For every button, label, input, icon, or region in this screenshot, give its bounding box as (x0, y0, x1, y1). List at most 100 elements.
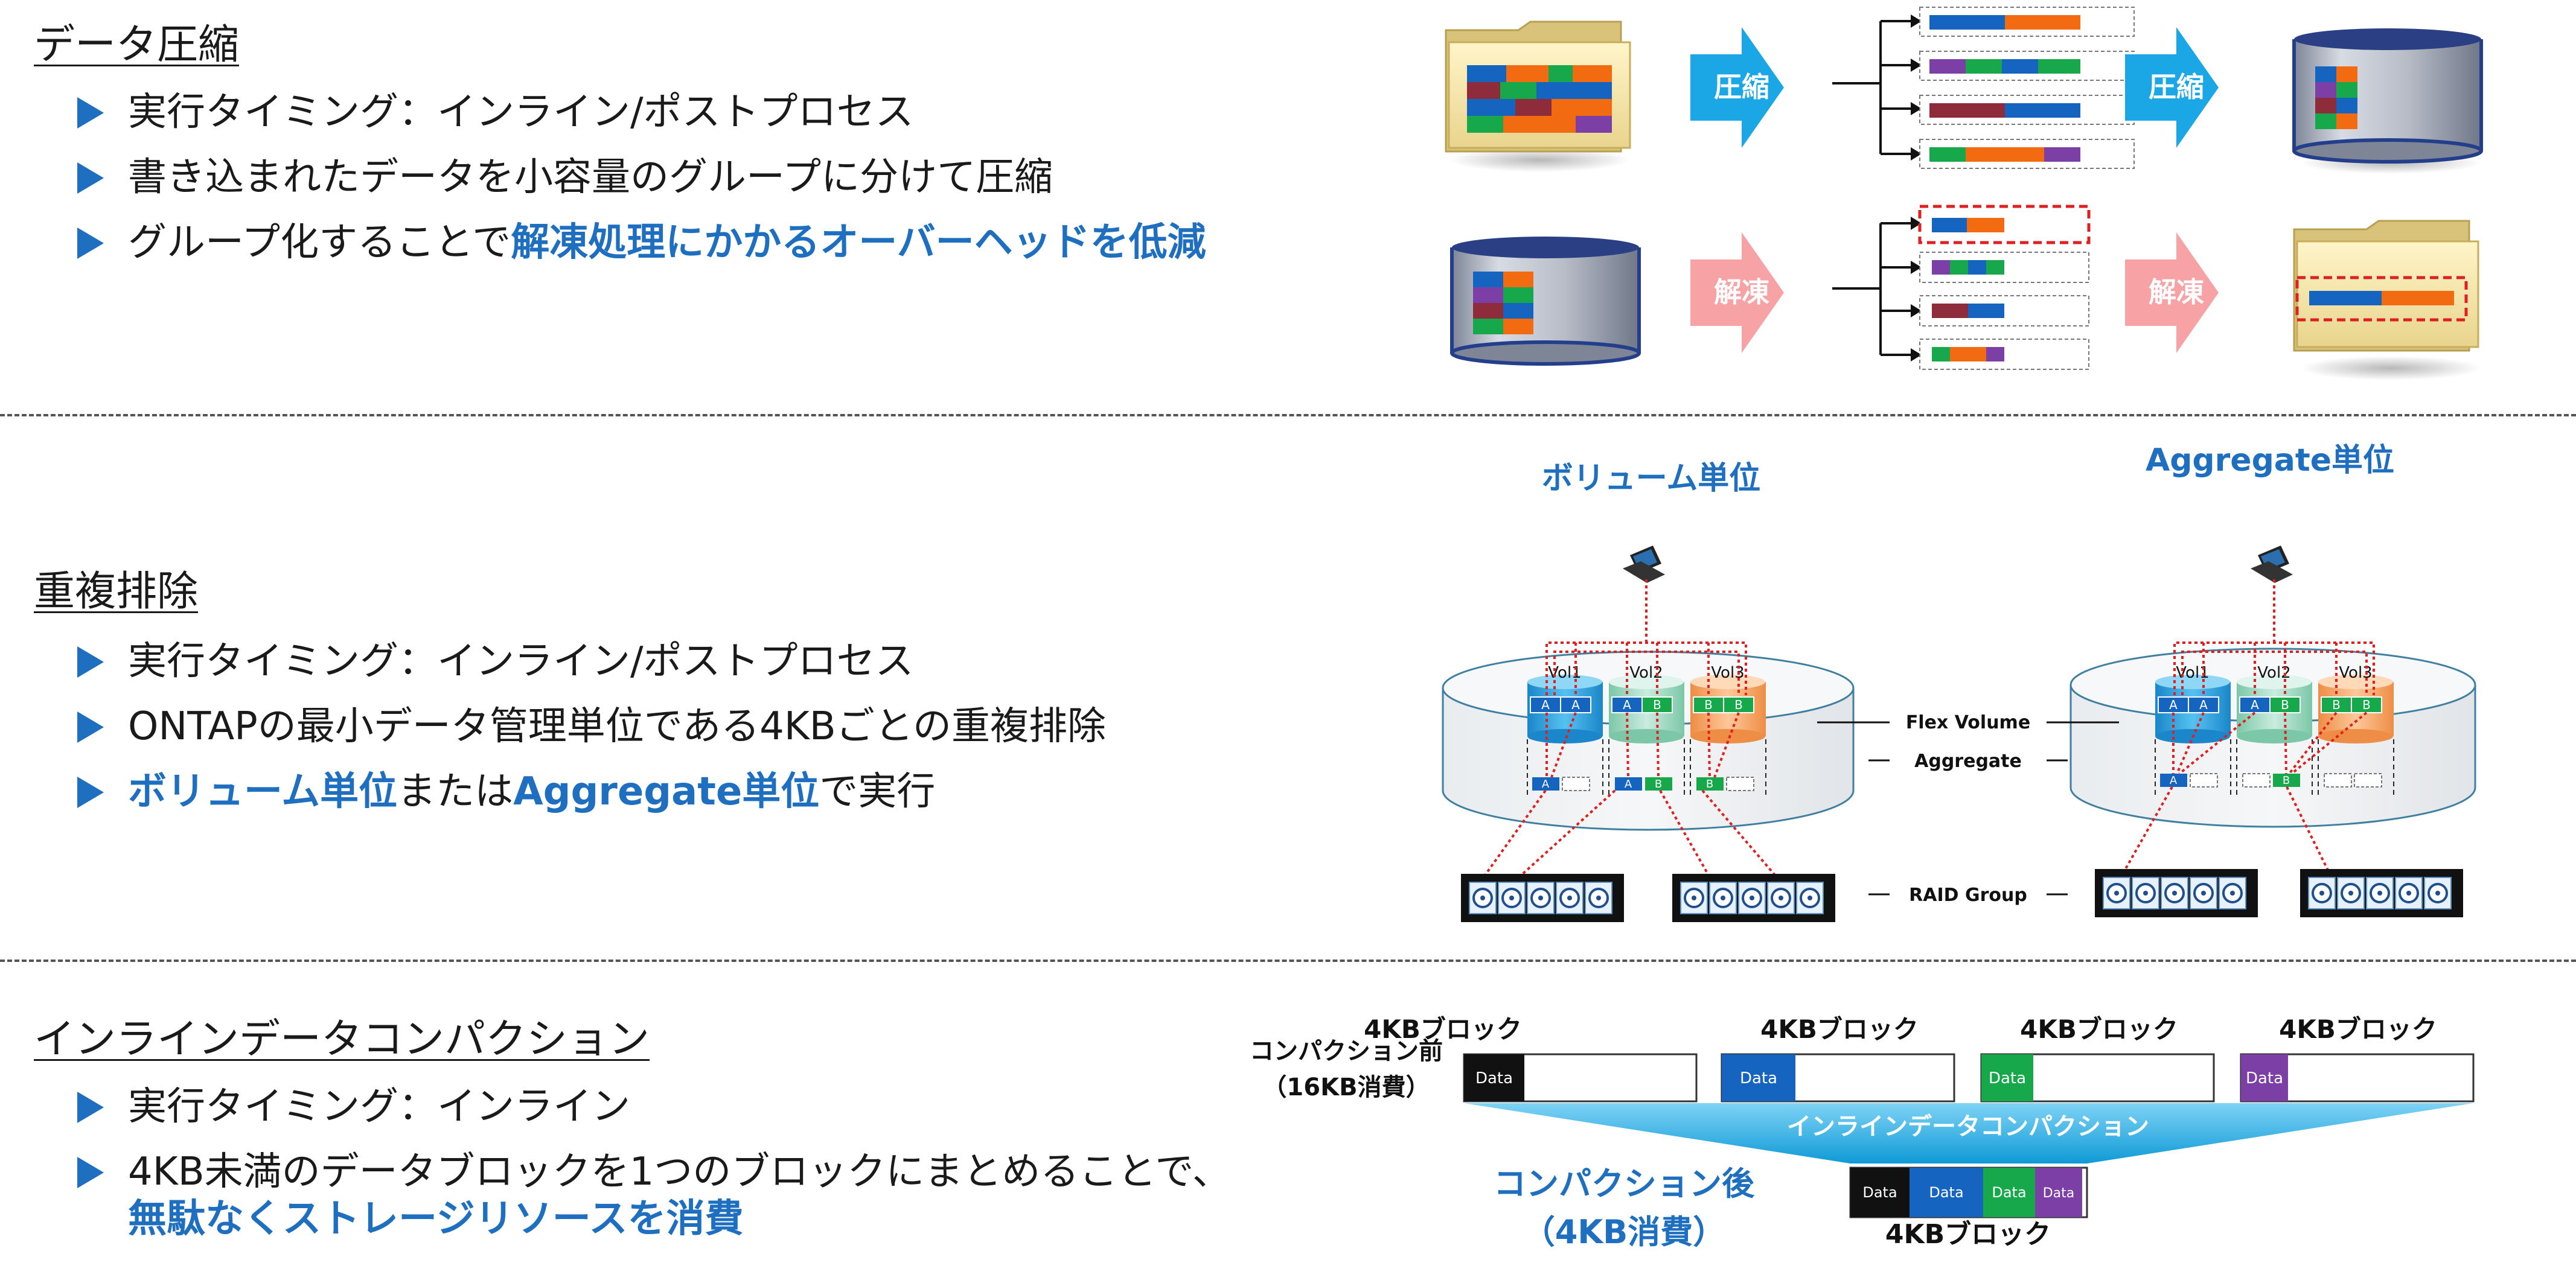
bullet-text: 実行タイミング：インライン/ポストプロセス (128, 90, 914, 135)
compaction-funnel: インラインデータコンパクション (1464, 1103, 2473, 1163)
after-block: Data Data Data Data 4KBブロック (1849, 1167, 2088, 1250)
layer-labels: Flex Volume Aggregate RAID Group (1817, 712, 2119, 906)
block-label: A (2199, 698, 2208, 712)
compress-arrow-icon: 圧縮 (2125, 27, 2219, 148)
compaction-title: インラインデータコンパクション (34, 1016, 650, 1063)
data-label: Data (1929, 1184, 1963, 1201)
block-label: A (1541, 698, 1550, 712)
dedupe-title: 重複排除 (34, 568, 199, 616)
block-label: A (2251, 698, 2259, 712)
block-label: A (1625, 778, 1632, 791)
bullet-triangle-icon (77, 777, 104, 808)
disk-icons (1469, 877, 2452, 914)
aggregate-unit-title: Aggregate単位 (2146, 442, 2394, 479)
block-label: B (1706, 778, 1713, 791)
block-size-label: 4KBブロック (1760, 1014, 1919, 1044)
data-label: Data (1862, 1184, 1897, 1201)
decompress-label: 解凍 (2149, 276, 2204, 308)
after-label: コンパクション後 (1494, 1165, 1755, 1203)
dedupe-bullet-2: ONTAPの最小データ管理単位である4KBごとの重複排除 (77, 704, 1106, 750)
block-label: B (1653, 698, 1661, 712)
before-usage-label: （16KB消費） (1262, 1074, 1430, 1101)
decompress-label: 解凍 (1714, 276, 1769, 308)
bullet-triangle-icon (77, 228, 104, 259)
section-divider (0, 414, 2576, 416)
data-label: Data (1992, 1184, 2026, 1201)
block-label: A (2169, 698, 2178, 712)
data-label: Data (1989, 1069, 2026, 1087)
compaction-bullet-1: 実行タイミング：インライン (77, 1084, 630, 1130)
decompressed-groups (1918, 205, 2091, 370)
storage-cylinder-icon (2292, 28, 2483, 174)
bullet-triangle-icon (77, 1157, 104, 1188)
folder-icon (1445, 21, 1631, 172)
block-label: A (2170, 774, 2178, 787)
compression-bullet-1: 実行タイミング：インライン/ポストプロセス (77, 89, 914, 136)
disk-spindle-icon (1692, 896, 1696, 900)
block-label: B (1734, 698, 1743, 712)
data-label: Data (2246, 1069, 2283, 1087)
dedupe-bullet-3: ボリューム単位またはAggregate単位で実行 (77, 769, 935, 815)
bullet-triangle-icon (77, 1092, 104, 1123)
fork-lines (1832, 20, 1911, 155)
compression-title: データ圧縮 (34, 21, 240, 69)
data-label: Data (1475, 1069, 1513, 1087)
disk-spindle-icon (2230, 891, 2235, 896)
bullet-text: ONTAPの最小データ管理単位である4KBごとの重複排除 (128, 704, 1107, 749)
bullet-highlight: Aggregate単位 (513, 769, 820, 814)
dedupe-bullet-1: 実行タイミング：インライン/ポストプロセス (77, 638, 914, 685)
flex-volumes-right: Vol1 Vol2 Vol3 A A A B B B A B (2155, 664, 2394, 797)
laptop-icon (1623, 546, 1665, 583)
section-divider (0, 960, 2576, 962)
disk-spindle-icon (1750, 896, 1754, 900)
block-label: B (1704, 698, 1713, 712)
disk-spindle-icon (2319, 891, 2324, 896)
disk-spindle-icon (2406, 891, 2411, 896)
block-label: B (2332, 698, 2341, 712)
disk-spindle-icon (1509, 896, 1514, 900)
bullet-triangle-icon (77, 97, 104, 129)
after-usage-label: （4KB消費） (1523, 1213, 1726, 1251)
block-size-label: 4KBブロック (2279, 1014, 2437, 1044)
block-size-label: 4KBブロック (1364, 1014, 1522, 1044)
block-label: A (1571, 698, 1580, 712)
compaction-bullet-2-highlight: 無駄なくストレージリソースを消費 (128, 1197, 744, 1241)
storage-cylinder-icon (1450, 237, 1641, 366)
bullet-text: 実行タイミング：インライン/ポストプロセス (128, 639, 914, 684)
disk-spindle-icon (2348, 891, 2353, 896)
disk-spindle-icon (2114, 891, 2119, 896)
bullet-highlight: 解凍処理にかかるオーバーヘッドを低減 (511, 220, 1206, 265)
dedupe-diagram: ボリューム単位 Aggregate単位 Vol1 Vol2 Vol3 A A A… (1442, 442, 2476, 922)
disk-spindle-icon (2143, 891, 2148, 896)
block-label: B (2362, 698, 2371, 712)
disk-spindle-icon (2377, 891, 2382, 896)
compression-bullet-3: グループ化することで解凍処理にかかるオーバーヘッドを低減 (77, 220, 1206, 266)
bullet-text: 4KB未満のデータブロックを1つのブロックにまとめることで、 (128, 1150, 1231, 1194)
bullet-text: 書き込まれたデータを小容量のグループに分けて圧縮 (128, 155, 1053, 200)
block-label: B (2283, 774, 2290, 787)
bullet-triangle-icon (77, 711, 104, 743)
bullet-triangle-icon (77, 162, 104, 194)
bullet-text: グループ化することで (128, 220, 511, 265)
bullet-text: で実行 (819, 769, 936, 814)
bullet-highlight: ボリューム単位 (128, 769, 398, 814)
disk-spindle-icon (1567, 896, 1572, 900)
raid-group-label: RAID Group (1909, 885, 2027, 906)
block-label: B (1655, 778, 1662, 791)
disk-spindle-icon (1807, 896, 1812, 900)
data-label: Data (2043, 1186, 2075, 1201)
disk-spindle-icon (2435, 891, 2440, 896)
laptop-icon (2251, 546, 2293, 583)
disk-spindle-icon (2172, 891, 2177, 896)
after-block-size-label: 4KBブロック (1885, 1219, 2051, 1250)
decompress-arrow-icon: 解凍 (2125, 232, 2219, 353)
compaction-diagram: コンパクション前 （16KB消費） 4KBブロック Data 4KBブロック D… (1250, 1014, 2475, 1251)
compress-label: 圧縮 (2149, 71, 2204, 103)
block-label: A (1542, 778, 1550, 791)
compress-label: 圧縮 (1714, 71, 1769, 103)
compression-diagram: 圧縮 圧縮 (1445, 7, 2483, 380)
bullet-text: 実行タイミング：インライン (128, 1084, 630, 1129)
disk-spindle-icon (1538, 896, 1543, 900)
aggregate-label: Aggregate (1914, 751, 2022, 772)
folder-icon (2293, 220, 2481, 380)
